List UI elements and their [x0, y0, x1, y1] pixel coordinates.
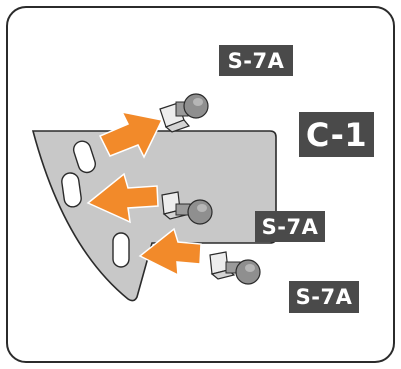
plate-slot [72, 140, 96, 174]
mounting-plate [31, 130, 277, 302]
plate-slot [61, 172, 82, 208]
arrow-icon [98, 110, 164, 159]
arrow-icon [86, 172, 159, 224]
screw-label-middle: S-7A [255, 211, 325, 242]
part-label-plate: C-1 [299, 112, 374, 157]
plate-slot [112, 232, 130, 268]
screw-icon [209, 251, 261, 285]
screw-icon [161, 191, 213, 225]
screw-label-top: S-7A [219, 45, 293, 76]
screw-label-bottom: S-7A [289, 281, 359, 313]
screw-icon [159, 93, 209, 133]
arrow-icon [138, 227, 202, 277]
